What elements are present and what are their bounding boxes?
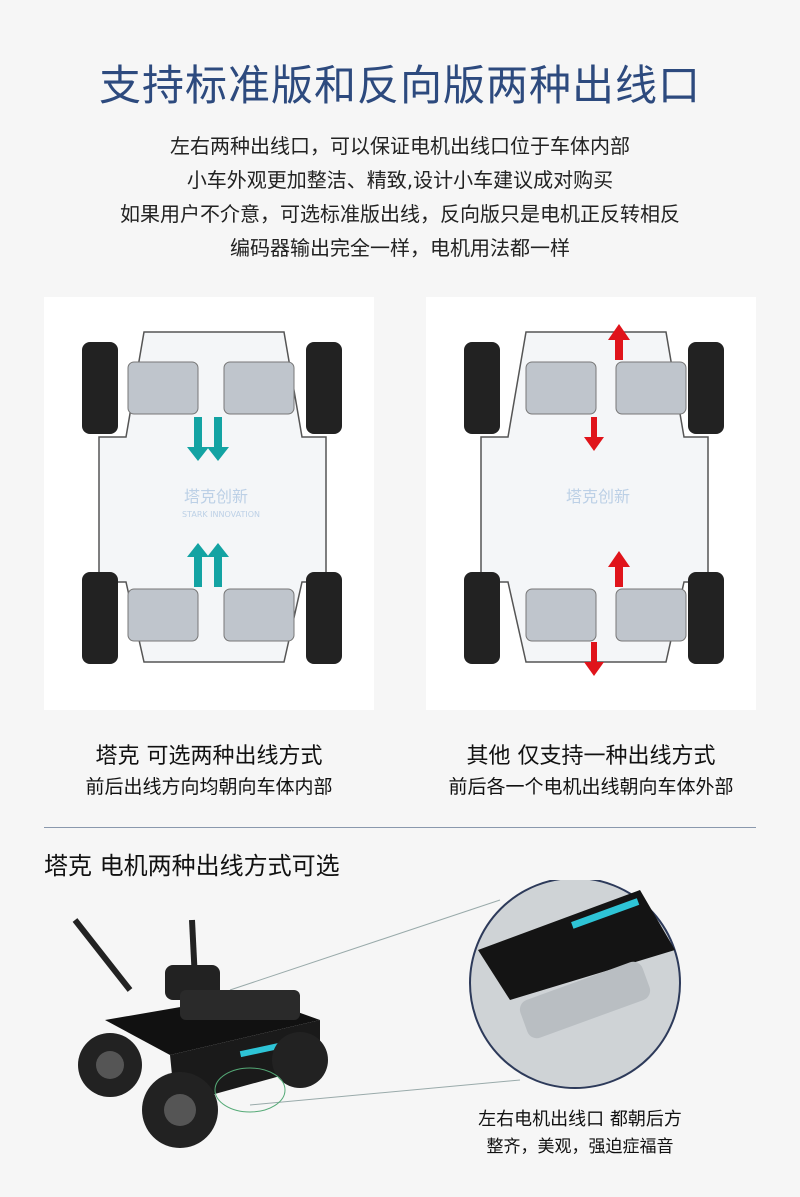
left-caption: 塔克 可选两种出线方式 <box>95 744 323 769</box>
robot-car <box>72 918 328 1148</box>
watermark-en: STARK INNOVATION <box>182 510 260 519</box>
intro-line: 小车外观更加整洁、精致,设计小车建议成对购买 <box>186 168 614 192</box>
divider <box>44 827 756 828</box>
zoom-caption: 左右电机出线口 都朝后方 <box>478 1109 682 1130</box>
right-caption: 其他 仅支持一种出线方式 <box>466 744 716 769</box>
right-subcaption: 前后各一个电机出线朝向车体外部 <box>448 776 734 798</box>
watermark-cn: 塔克创新 <box>184 487 248 506</box>
motors <box>127 361 295 642</box>
chassis-diagram: 塔克创新 STARK INNOVATION <box>82 331 342 664</box>
chassis-diagram: 塔克创新 <box>464 324 724 676</box>
page-title: 支持标准版和反向版两种出线口 <box>98 61 701 110</box>
chassis-reverse-panel: 塔克创新 <box>426 297 756 710</box>
intro-line: 左右两种出线口，可以保证电机出线口位于车体内部 <box>170 134 630 158</box>
zoom-subcaption: 整齐，美观，强迫症福音 <box>486 1137 674 1157</box>
zoom-circle <box>469 880 681 1089</box>
watermark-cn: 塔克创新 <box>566 487 630 506</box>
section-title: 塔克 电机两种出线方式可选 <box>44 852 340 880</box>
arrow-icons <box>187 417 229 587</box>
wheels <box>82 342 342 664</box>
intro-line: 如果用户不介意，可选标准版出线，反向版只是电机正反转相反 <box>120 202 680 226</box>
arrow-icons <box>584 324 630 676</box>
left-subcaption: 前后出线方向均朝向车体内部 <box>85 776 333 798</box>
chassis-standard-panel: 塔克创新 STARK INNOVATION <box>44 297 374 710</box>
intro-line: 编码器输出完全一样，电机用法都一样 <box>230 236 570 260</box>
robot-illustration <box>72 880 681 1148</box>
